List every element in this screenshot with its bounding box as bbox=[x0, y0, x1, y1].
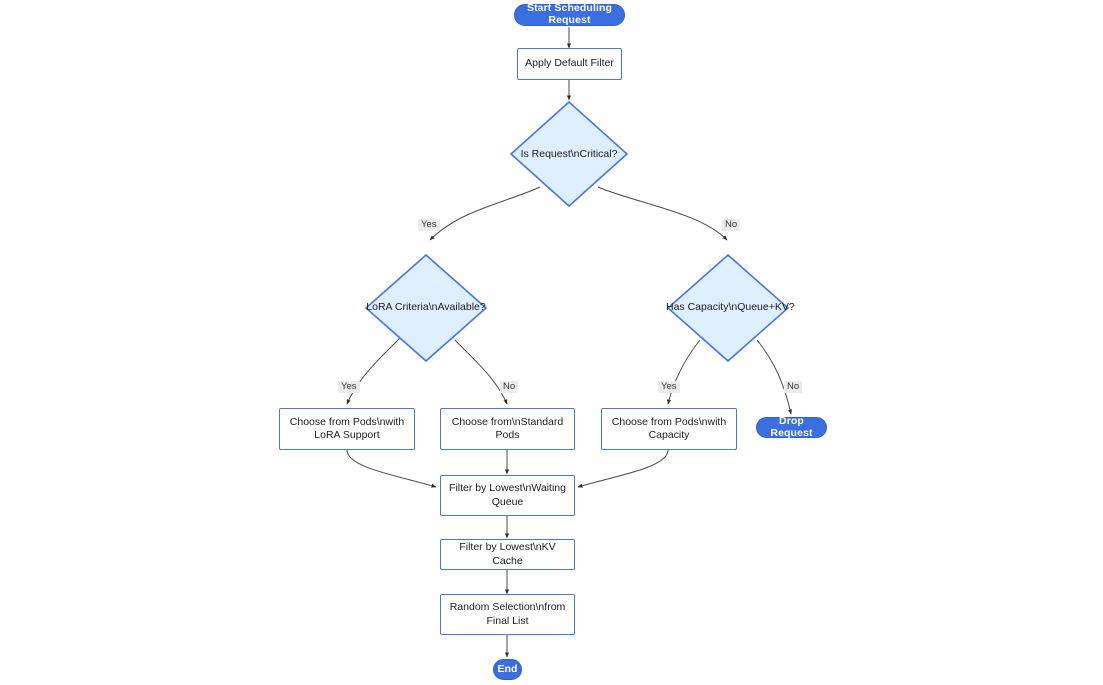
edge-critical-no-to-capacity bbox=[597, 186, 728, 241]
edge-label-critical-no-text: No bbox=[725, 219, 738, 230]
node-random-selection-line1: Random Selection\nfrom bbox=[449, 601, 566, 614]
edge-capacity-yes-to-choose-capacity bbox=[667, 339, 701, 405]
edge-label-critical-no: No bbox=[722, 219, 741, 232]
node-start-label: Start Scheduling Request bbox=[526, 2, 613, 26]
node-choose-standard-pods[interactable]: Choose from\nStandard Pods bbox=[440, 408, 575, 450]
edge-capacity-no-to-drop bbox=[756, 339, 792, 415]
diamond-shape-capacity bbox=[666, 253, 790, 363]
node-filter-kv-cache[interactable]: Filter by Lowest\nKV Cache bbox=[440, 539, 575, 570]
node-choose-capacity-pods[interactable]: Choose from Pods\nwith Capacity bbox=[601, 408, 737, 450]
edge-label-lora-no-text: No bbox=[503, 381, 516, 392]
edge-lora-yes-to-choose-lora bbox=[346, 337, 401, 405]
node-choose-lora-pods-line2: LoRA Support bbox=[314, 429, 380, 441]
node-filter-kv-cache-label: Filter by Lowest\nKV Cache bbox=[459, 541, 556, 567]
node-apply-default-filter-label: Apply Default Filter bbox=[525, 57, 614, 70]
node-drop-request-label: Drop Request bbox=[770, 414, 813, 439]
node-random-selection[interactable]: Random Selection\nfrom Final List bbox=[440, 594, 575, 635]
node-filter-waiting-queue-line1: Filter by Lowest\nWaiting bbox=[449, 482, 566, 495]
edge-label-critical-yes-text: Yes bbox=[421, 219, 437, 230]
node-start[interactable]: Start Scheduling Request bbox=[514, 2, 625, 26]
node-choose-standard-pods-line1: Choose from\nStandard bbox=[451, 415, 564, 428]
edge-choose-lora-to-filter-queue bbox=[346, 449, 437, 488]
node-is-request-critical[interactable]: Is Request\nCritical? bbox=[509, 100, 629, 208]
diamond-shape-lora bbox=[364, 253, 488, 363]
node-has-capacity[interactable]: Has Capacity\nQueue+KV? bbox=[666, 253, 795, 363]
node-end[interactable]: End bbox=[493, 659, 522, 680]
edge-label-capacity-yes-text: Yes bbox=[661, 381, 677, 392]
edge-label-critical-yes: Yes bbox=[418, 219, 440, 232]
edge-choose-capacity-to-filter-queue bbox=[577, 449, 669, 488]
edge-label-capacity-no: No bbox=[784, 381, 803, 394]
node-filter-waiting-queue[interactable]: Filter by Lowest\nWaiting Queue bbox=[440, 475, 575, 516]
edge-label-lora-yes: Yes bbox=[338, 381, 360, 394]
node-choose-capacity-pods-line1: Choose from Pods\nwith bbox=[611, 415, 727, 428]
node-apply-default-filter[interactable]: Apply Default Filter bbox=[517, 48, 622, 80]
edge-label-capacity-no-text: No bbox=[787, 381, 800, 392]
edge-lora-no-to-choose-standard bbox=[454, 339, 508, 405]
edge-critical-yes-to-lora bbox=[429, 186, 541, 241]
node-lora-criteria-available[interactable]: LoRA Criteria\nAvailable? bbox=[364, 253, 488, 363]
node-is-request-critical-label: Is Request\nCritical? bbox=[520, 148, 618, 160]
node-choose-lora-pods-line1: Choose from Pods\nwith bbox=[289, 415, 405, 428]
node-drop-request[interactable]: Drop Request bbox=[756, 414, 827, 439]
edge-label-lora-no: No bbox=[500, 381, 519, 394]
node-choose-capacity-pods-line2: Capacity bbox=[648, 429, 690, 441]
diamond-shape-critical bbox=[509, 100, 629, 208]
node-choose-standard-pods-line2: Pods bbox=[495, 429, 520, 441]
edge-label-capacity-yes: Yes bbox=[658, 381, 680, 394]
edge-label-lora-yes-text: Yes bbox=[341, 381, 357, 392]
node-random-selection-line2: Final List bbox=[486, 614, 529, 627]
node-end-label: End bbox=[497, 662, 518, 675]
node-lora-criteria-available-label: LoRA Criteria\nAvailable? bbox=[366, 301, 486, 313]
node-filter-waiting-queue-line2: Queue bbox=[491, 495, 524, 508]
node-has-capacity-label: Has Capacity\nQueue+KV? bbox=[666, 301, 795, 313]
node-choose-lora-pods[interactable]: Choose from Pods\nwith LoRA Support bbox=[279, 408, 415, 450]
